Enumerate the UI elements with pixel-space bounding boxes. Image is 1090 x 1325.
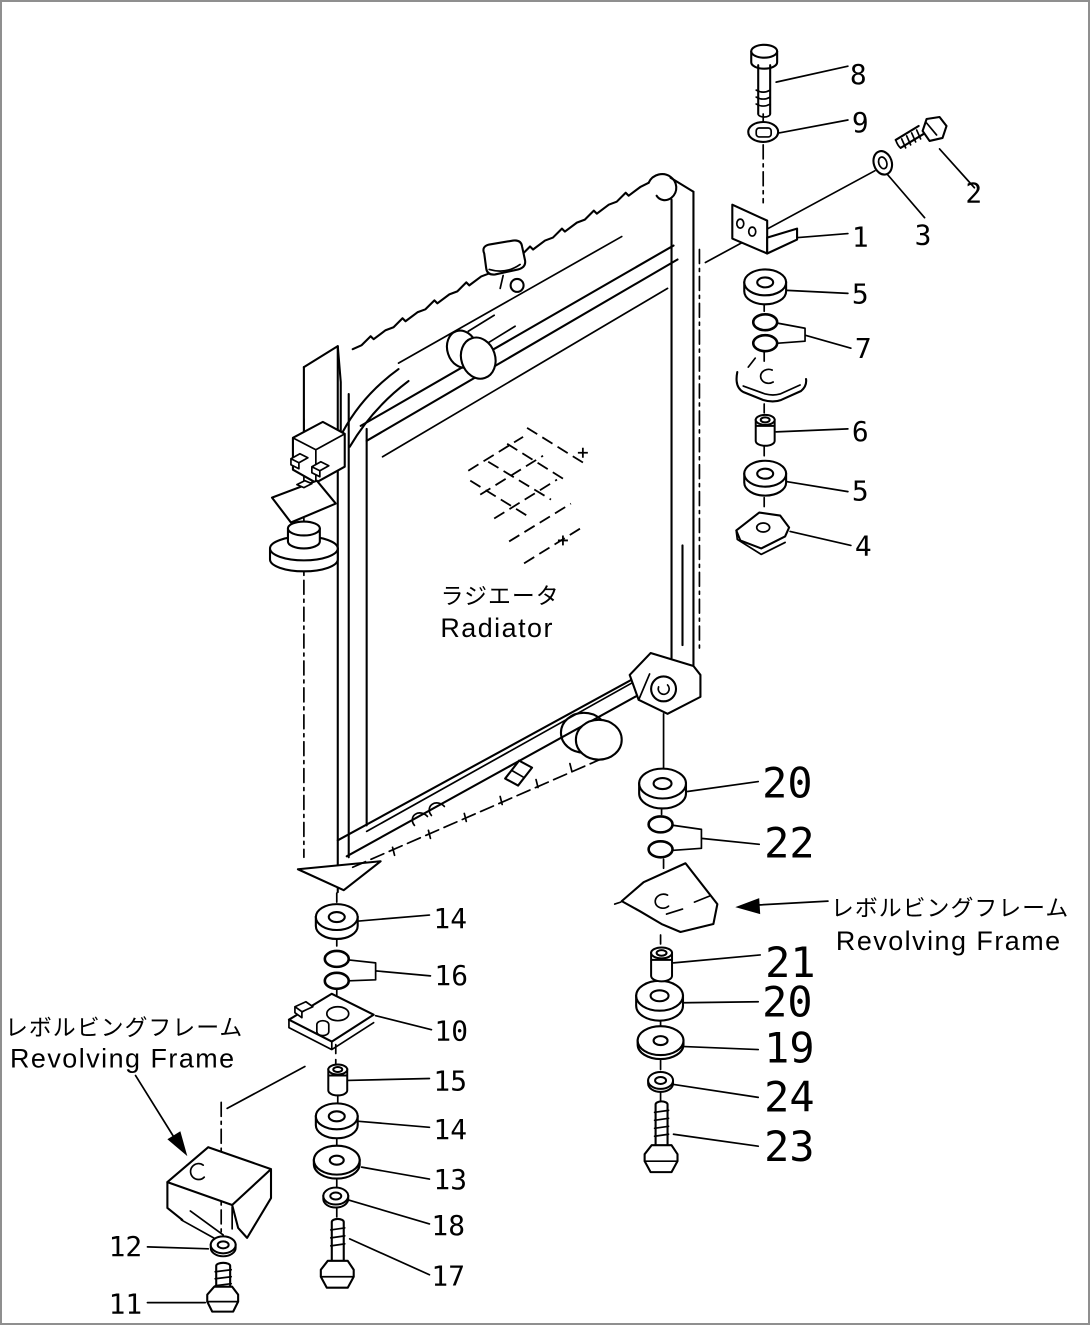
radiator-core-hatch xyxy=(467,427,588,565)
radiator-left-assembled-mount xyxy=(268,420,346,573)
part-label-24: 24 xyxy=(764,1072,814,1121)
part-22-oring-lower xyxy=(647,840,674,859)
revolving-frame-left-caption-jp: レボルビングフレーム xyxy=(5,1016,243,1042)
part-14-washer-upper xyxy=(314,903,359,941)
part-5-washer-lower xyxy=(743,459,788,497)
radiator-filler-cap xyxy=(482,239,527,293)
part-label-11: 11 xyxy=(109,1288,143,1321)
part-number-labels: 8 9 2 3 1 5 7 6 5 4 20 22 21 20 19 24 23… xyxy=(109,58,983,1320)
arrow-to-left-bracket xyxy=(167,1131,188,1157)
part-label-18: 18 xyxy=(431,1209,465,1242)
part-label-16: 16 xyxy=(434,959,468,992)
part-label-14-lower: 14 xyxy=(433,1113,467,1146)
exploded-parts xyxy=(206,43,948,1313)
part-3-washer xyxy=(872,150,894,176)
part-label-8: 8 xyxy=(850,58,867,91)
part-17-bolt xyxy=(319,1217,355,1289)
captions: ラジエータ Radiator レボルビングフレーム Revolving Fram… xyxy=(5,584,1069,1074)
part-6-collar xyxy=(754,413,776,447)
part-label-10: 10 xyxy=(434,1015,468,1048)
part-label-5-lower: 5 xyxy=(852,475,869,508)
revolving-frame-left-caption-en: Revolving Frame xyxy=(10,1044,236,1074)
part-9-washer xyxy=(747,120,780,143)
part-label-20-upper: 20 xyxy=(762,759,812,808)
part-14-washer-lower xyxy=(314,1102,359,1140)
part-1-bracket xyxy=(731,203,799,255)
part-20-washer-lower xyxy=(635,979,685,1022)
part-label-13: 13 xyxy=(433,1163,467,1196)
part-label-7: 7 xyxy=(855,332,872,365)
part-label-17: 17 xyxy=(431,1260,465,1293)
radiator-drawing xyxy=(268,173,702,894)
radiator-bottom-right-bracket xyxy=(628,651,702,715)
part-11-bolt xyxy=(206,1261,240,1313)
cushion-plate-upper xyxy=(735,357,808,403)
part-15-collar xyxy=(327,1063,349,1097)
part-7-oring-lower xyxy=(751,333,779,353)
part-19-washer xyxy=(636,1025,685,1061)
radiator-bottom-fittings xyxy=(411,759,534,827)
part-20-washer-upper xyxy=(638,767,688,810)
part-label-23: 23 xyxy=(764,1122,814,1171)
radiator-caption-jp: ラジエータ xyxy=(441,584,560,610)
part-label-12: 12 xyxy=(109,1230,143,1263)
part-5-washer-upper xyxy=(743,268,788,306)
part-label-22: 22 xyxy=(764,818,814,867)
part-label-19: 19 xyxy=(764,1024,814,1073)
part-label-9: 9 xyxy=(852,106,869,139)
part-label-5-upper: 5 xyxy=(852,277,869,310)
part-label-4: 4 xyxy=(855,529,872,562)
part-label-3: 3 xyxy=(915,219,932,252)
radiator-body-outline xyxy=(336,173,701,869)
revolving-frame-bracket-right xyxy=(613,862,719,934)
part-label-6: 6 xyxy=(852,415,869,448)
part-2-bolt xyxy=(894,115,948,149)
part-label-14-upper: 14 xyxy=(433,902,467,935)
annotation-arrows xyxy=(134,898,829,1157)
part-label-20-lower: 20 xyxy=(762,978,812,1027)
part-24-washer xyxy=(647,1070,675,1093)
part-label-15: 15 xyxy=(433,1064,467,1097)
part-label-21: 21 xyxy=(765,938,815,987)
part-18-washer xyxy=(322,1186,350,1209)
part-23-bolt xyxy=(643,1100,679,1174)
revolving-frame-right-caption-jp: レボルビングフレーム xyxy=(831,896,1069,922)
part-7-oring-upper xyxy=(751,312,779,332)
arrow-to-right-bracket xyxy=(735,898,761,915)
part-22-oring-upper xyxy=(647,815,674,834)
part-10-plate xyxy=(287,992,375,1051)
radiator-left-channel xyxy=(296,345,382,894)
radiator-drain-port xyxy=(559,711,623,761)
part-4-plate xyxy=(735,511,791,556)
revolving-frame-right-caption-en: Revolving Frame xyxy=(836,926,1062,956)
part-16-oring-upper xyxy=(323,949,351,969)
radiator-caption-en: Radiator xyxy=(440,613,554,643)
part-label-2: 2 xyxy=(965,177,982,210)
revolving-frame-bracket-left xyxy=(166,1146,273,1241)
part-label-1: 1 xyxy=(852,221,869,254)
radiator-hose-port xyxy=(445,314,516,380)
part-8-bolt xyxy=(750,43,779,118)
part-13-washer xyxy=(312,1144,361,1180)
leader-lines xyxy=(146,65,976,1304)
part-16-oring-lower xyxy=(323,971,351,991)
part-12-washer xyxy=(209,1235,237,1258)
part-21-collar xyxy=(650,946,674,983)
